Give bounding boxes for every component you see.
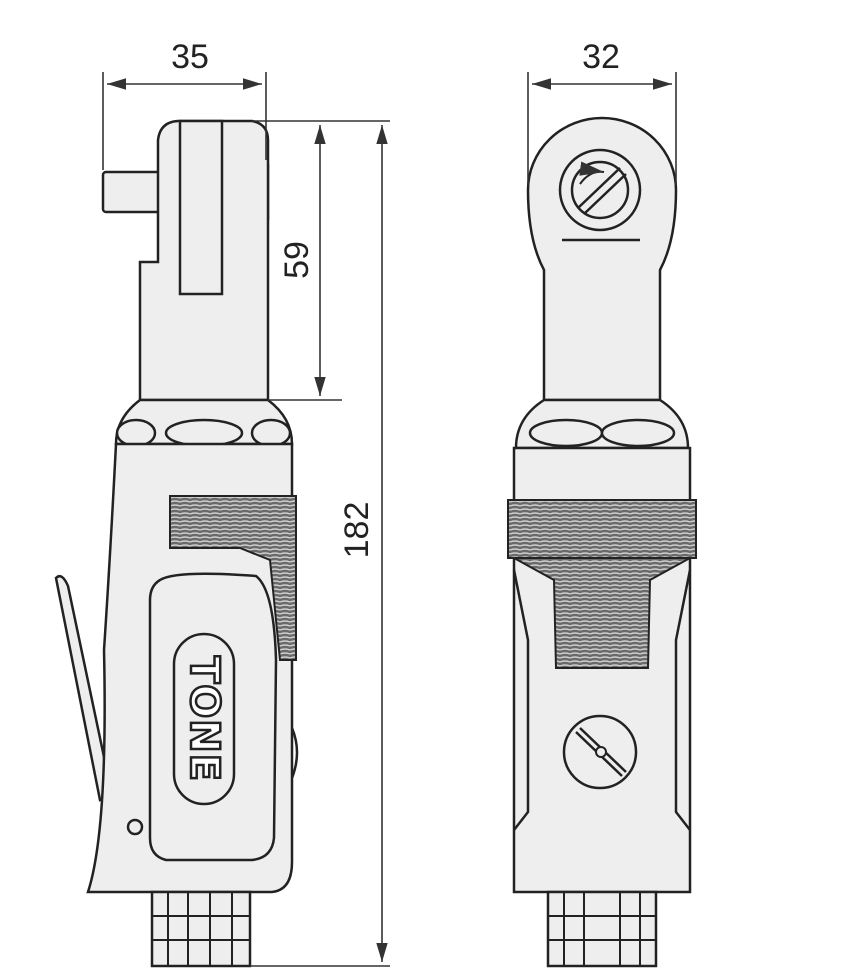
square-drive (101, 170, 167, 214)
side-rail-left (512, 569, 530, 831)
grip-texture-side (169, 495, 297, 661)
collar-front-bump-2 (600, 418, 676, 448)
dimension-lines (102, 72, 677, 967)
side-view: TONE (54, 119, 299, 968)
grip-texture-front (513, 557, 691, 669)
dim-label-width-front: 32 (582, 38, 620, 76)
dim-label-head-height: 59 (278, 241, 316, 279)
side-rail-right (674, 569, 692, 831)
head-slot (178, 119, 224, 296)
direction-arrow-icon (579, 161, 605, 185)
collar-front-bump-1 (528, 418, 604, 448)
collar-bump-1 (115, 418, 157, 448)
dim-label-total-length: 182 (338, 502, 376, 559)
grip-band-front (507, 499, 697, 559)
side-button (290, 727, 299, 779)
collar-bump-2 (164, 418, 244, 448)
pivot-hole (126, 818, 144, 836)
dial-center (595, 746, 607, 758)
brand-logo-frame (172, 632, 236, 806)
air-inlet-side (150, 890, 252, 968)
air-inlet-front (546, 890, 658, 968)
drive-socket-inner (570, 160, 630, 220)
brand-logo-text: TONE (181, 656, 227, 782)
collar-bump-3 (250, 418, 292, 448)
reverse-lever (577, 167, 627, 215)
front-view (507, 116, 697, 968)
dim-label-width-side: 35 (171, 38, 209, 76)
